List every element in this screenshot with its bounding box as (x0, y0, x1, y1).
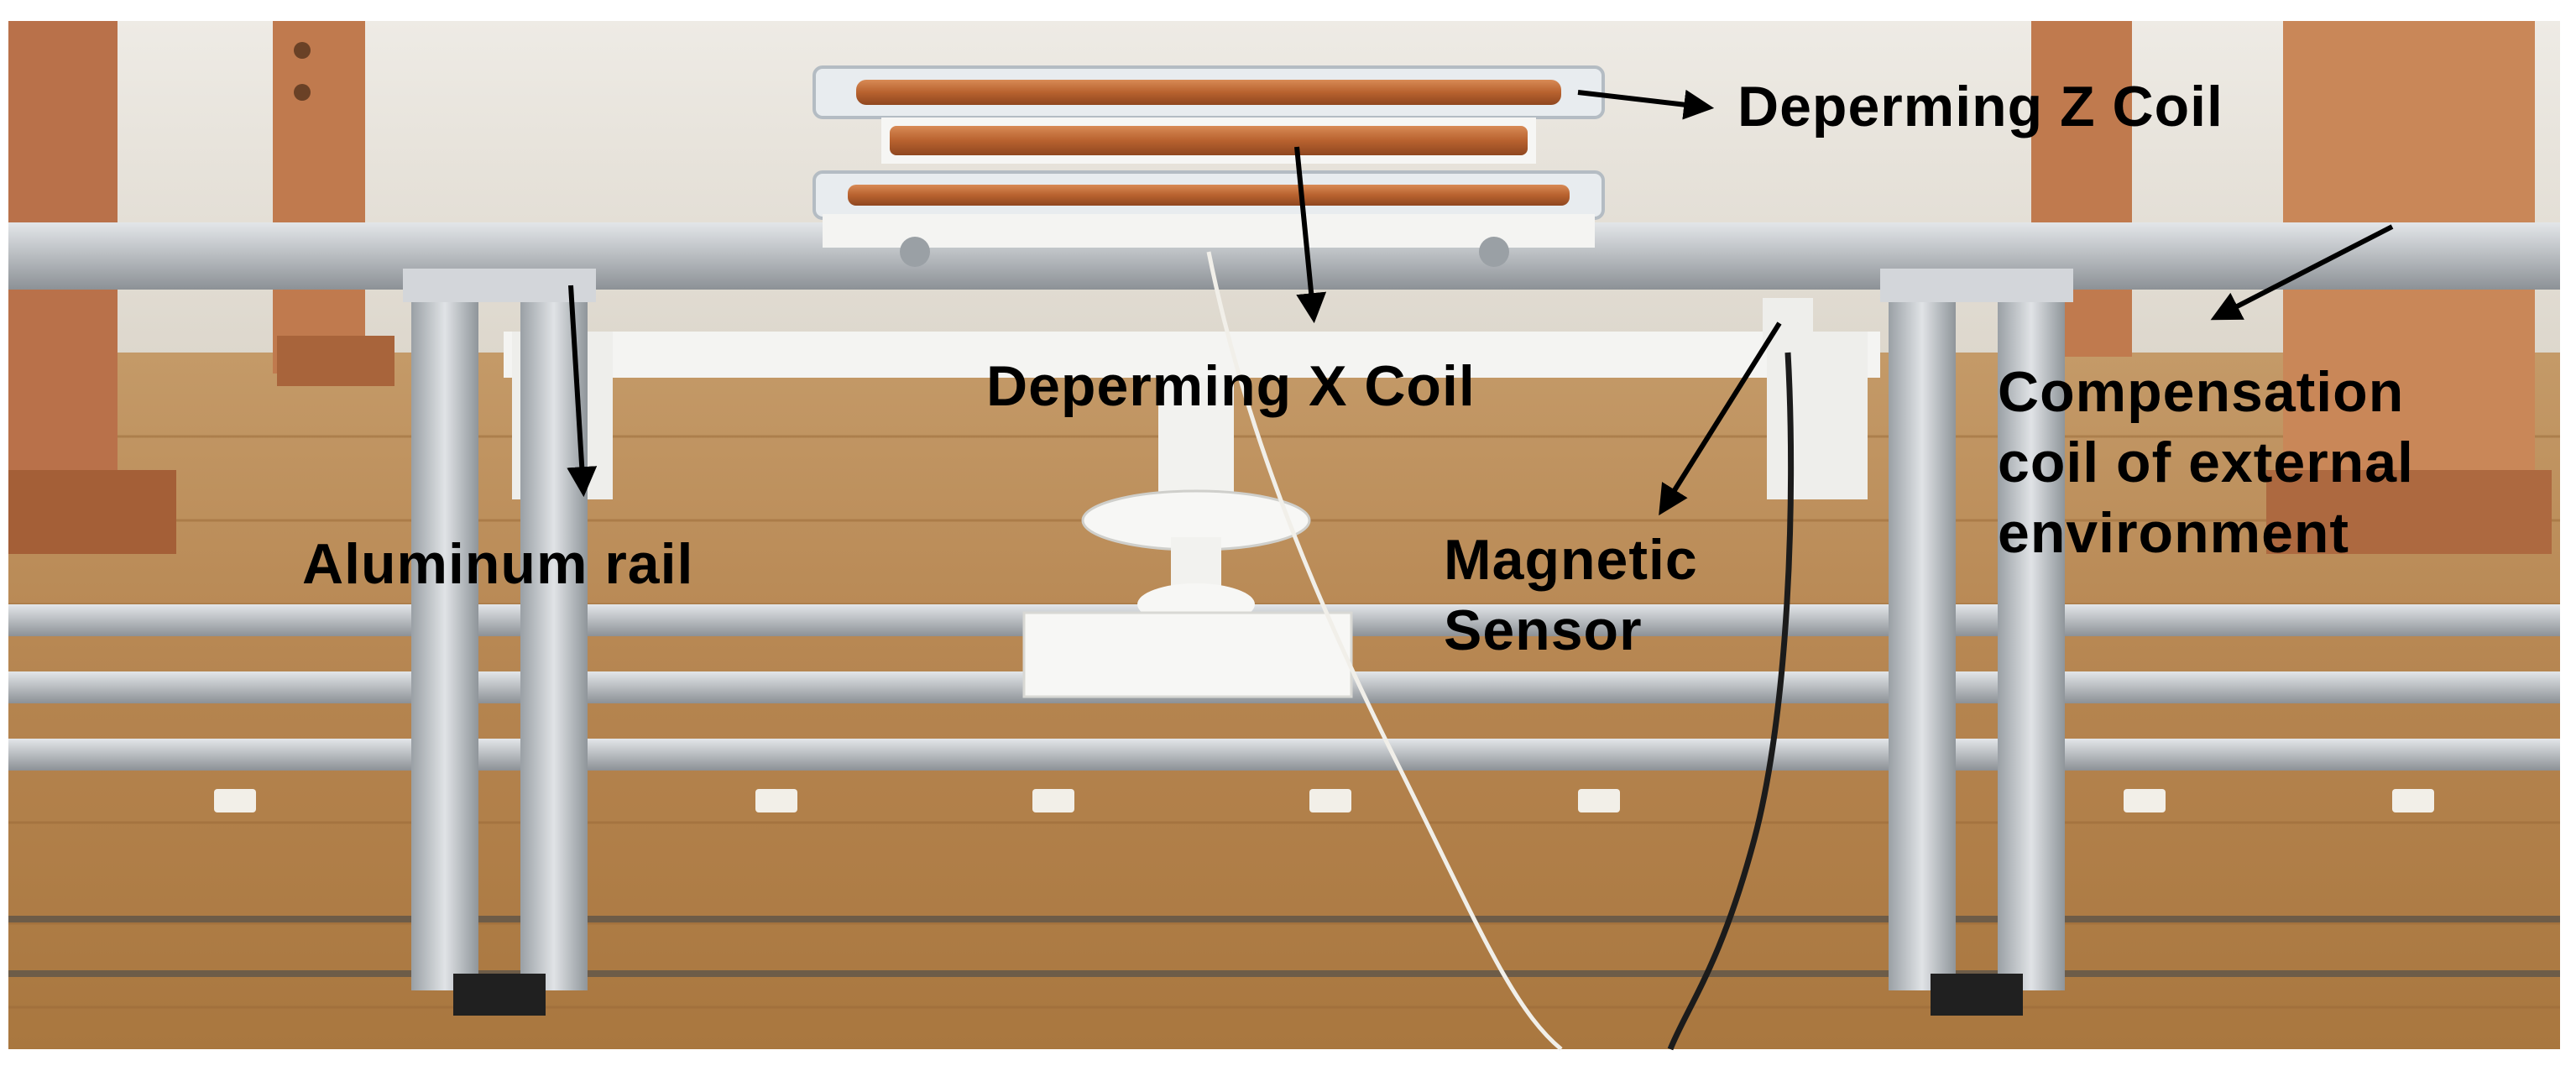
arrow-deperming-z (1577, 89, 1715, 120)
label-compensation-line1: Compensation (1998, 360, 2405, 424)
arrow-compensation-coil (2210, 224, 2394, 321)
frame-post-right (1880, 269, 2073, 1016)
label-compensation-line2: coil of external (1998, 431, 2414, 494)
label-deperming-z-coil: Deperming Z Coil (1737, 75, 2223, 138)
white-support-bar (504, 332, 1880, 378)
annotation-arrows (567, 89, 2394, 516)
pillar-knob-2 (294, 84, 311, 101)
photo (8, 21, 2560, 1051)
wood-pillar-left-far-base (8, 470, 176, 554)
label-deperming-x-coil: Deperming X Coil (986, 354, 1476, 418)
sensor-base (1022, 611, 1353, 698)
label-compensation-line3: environment (1998, 501, 2350, 565)
sensor-cable-black (1667, 352, 1795, 1051)
floor-markers (214, 789, 2434, 812)
sensor-cable-white (1206, 251, 1563, 1051)
arrow-magnetic-sensor (1659, 321, 1782, 516)
label-aluminum-rail: Aluminum rail (302, 532, 694, 596)
deperming-z-coil (813, 65, 1605, 267)
label-compensation-coil: Compensation coil of external environmen… (1998, 357, 2414, 568)
frame-post-left (403, 269, 596, 1016)
wood-pillar-left-base (277, 336, 394, 386)
arrow-aluminum-rail (567, 285, 598, 498)
lower-rail-3 (8, 739, 2560, 771)
wood-pillar-left (273, 21, 365, 374)
arrow-deperming-x (1294, 146, 1327, 324)
label-magnetic-sensor: Magnetic Sensor (1444, 525, 1698, 666)
sensor-stem (1158, 378, 1234, 512)
label-magnetic-sensor-line2: Sensor (1444, 598, 1643, 662)
label-magnetic-sensor-line1: Magnetic (1444, 528, 1698, 592)
wood-pillar-right-far-base (2266, 470, 2552, 554)
white-bracket-right (1767, 332, 1868, 499)
pillar-knob-1 (294, 42, 311, 59)
